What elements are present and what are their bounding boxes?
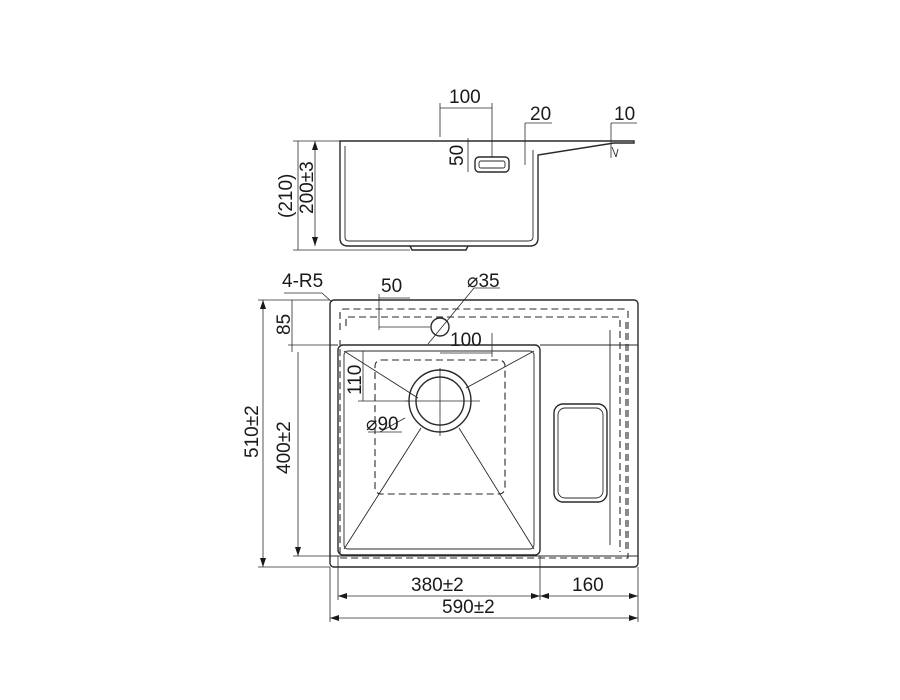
dim-tap-diameter: ⌀35 (467, 271, 500, 292)
dim-corner-radius: 4-R5 (282, 271, 323, 292)
dim-side-210: (210) (276, 174, 297, 218)
dim-bottom-380: 380±2 (411, 575, 464, 596)
basin-outline (337, 344, 541, 556)
overflow-slot (474, 156, 510, 173)
dim-top-400: 400±2 (274, 421, 295, 474)
rim-dashed-outline (339, 308, 629, 559)
dim-side-10: 10 (614, 104, 635, 125)
dim-top-85: 85 (274, 314, 295, 335)
dim-top-50: 50 (381, 276, 402, 297)
tap-hole (430, 317, 450, 337)
drain-area-dashed (374, 359, 506, 495)
drain-outlet (409, 245, 469, 251)
dim-side-20: 20 (530, 104, 551, 125)
dim-bottom-160: 160 (572, 575, 604, 596)
side-view-inner-wall (344, 146, 534, 242)
dim-side-50: 50 (447, 145, 468, 166)
drainboard-groove (553, 403, 608, 503)
side-view: 100 50 20 10 (210) 200±3 (276, 87, 637, 251)
dim-side-200: 200±3 (297, 161, 318, 214)
side-view-body (339, 140, 635, 247)
dim-top-510: 510±2 (242, 405, 263, 458)
dim-side-100: 100 (449, 87, 481, 108)
outer-rim (329, 299, 639, 568)
dim-top-100: 100 (450, 330, 482, 351)
top-view: ⌀35 4-R5 50 100 110 ⌀90 85 400±2 (242, 271, 639, 622)
dim-top-110: 110 (345, 365, 366, 395)
dim-bottom-590: 590±2 (442, 597, 495, 618)
dim-drain-diameter: ⌀90 (366, 414, 399, 435)
